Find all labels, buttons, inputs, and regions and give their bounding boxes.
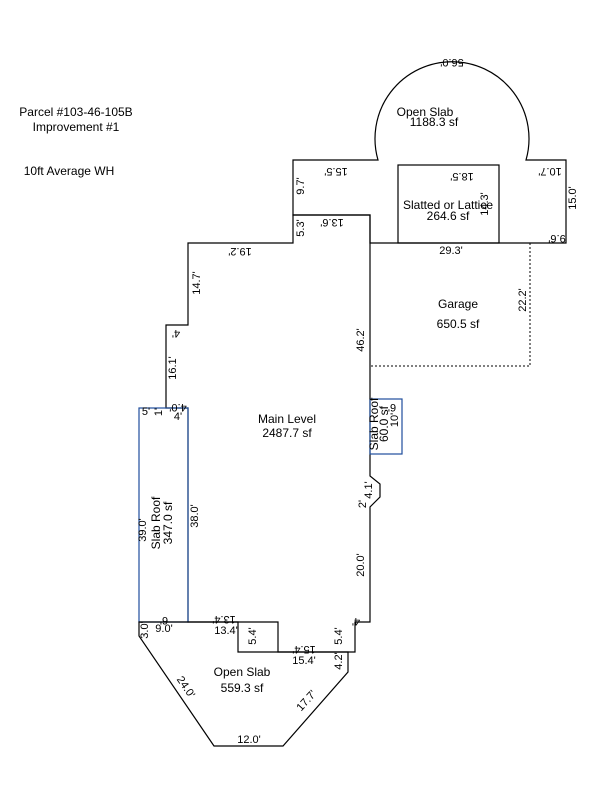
slab-roof-left-area: 347.0 sf [161,501,175,544]
dim-label: 14.7' [191,271,203,295]
open-slab-top-area: 1188.3 sf [410,115,459,129]
slab-roof-right-outline [369,398,403,455]
garage-area: 650.5 sf [437,317,480,331]
dim-label: 4' [352,615,360,627]
dim-label: 5.3' [295,219,307,236]
improvement-number: Improvement #1 [33,120,120,134]
dim-label: 10' [389,413,401,427]
dim-label: 4' [174,411,182,423]
dim-label: 5.4' [333,627,345,644]
dim-label: 14.3' [479,192,491,216]
dim-label: 10.7' [538,165,562,177]
slatted-area: 264.6 sf [427,209,470,223]
slab-roof-left-name: Slab Roof [149,496,163,549]
dim-label: 5' [142,406,150,418]
garage-name: Garage [438,297,478,311]
dim-label: 5.4' [247,627,259,644]
open-slab-bottom-outline [138,621,349,747]
dim-label: 15.5' [324,165,348,177]
dim-label: 9.0' [155,623,172,635]
dim-label: 12.0' [237,734,261,746]
dim-label: 20.0' [355,553,367,577]
slab-roof-right-area: 60.0 sf [377,405,391,442]
main-level-name: Main Level [258,412,316,426]
open-slab-bottom-area: 559.3 sf [221,681,264,695]
open-slab-bottom-name: Open Slab [214,665,271,679]
dim-label: 3.0' [139,621,151,638]
open-slab-top-name: Open Slab [397,105,454,119]
dim-label: 6' [160,614,168,626]
dim-label: 29.3' [439,245,463,257]
dim-label: 13.4' [212,613,236,625]
dim-label: 4.0' [169,401,186,413]
dim-label: 15.4' [292,655,316,667]
dim-label: 15.4' [292,643,316,655]
slatted-name: Slatted or Lattice [403,198,493,212]
dim-label: 56.0' [440,56,464,68]
dim-label: 4.2' [333,652,345,669]
dim-label: 19.2' [228,245,252,257]
parcel-number: Parcel #103-46-105B [19,105,132,119]
slatted-lattice-outline [397,164,500,244]
dim-label: 4' [172,327,180,339]
dim-label: 13.4' [214,625,238,637]
open-slab-top-outline [292,61,567,244]
dim-label: 24.0' [174,674,197,700]
dim-label: 15.0' [567,186,579,210]
main-level-area: 2487.7 sf [262,426,312,440]
dim-label: 1' [153,408,165,416]
dim-label: 4.1' [363,481,375,498]
dim-label: 18.5' [450,170,474,182]
dim-label: 39.0' [137,518,149,542]
dim-label: 13.6' [320,216,344,228]
dim-label: 38.0' [189,504,201,528]
slab-roof-right-name: Slab Roof [367,397,381,450]
dim-label: 9.6' [548,232,565,244]
dim-label: 16.1' [167,356,179,380]
dim-label: 6' [388,401,396,413]
garage-outline [370,242,531,367]
dim-label: 46.2' [355,328,367,352]
dim-label: 9.7' [295,177,307,194]
dim-label: 2' [357,500,369,508]
dim-label: 22.2' [517,288,529,312]
wall-height-note: 10ft Average WH [24,164,115,178]
